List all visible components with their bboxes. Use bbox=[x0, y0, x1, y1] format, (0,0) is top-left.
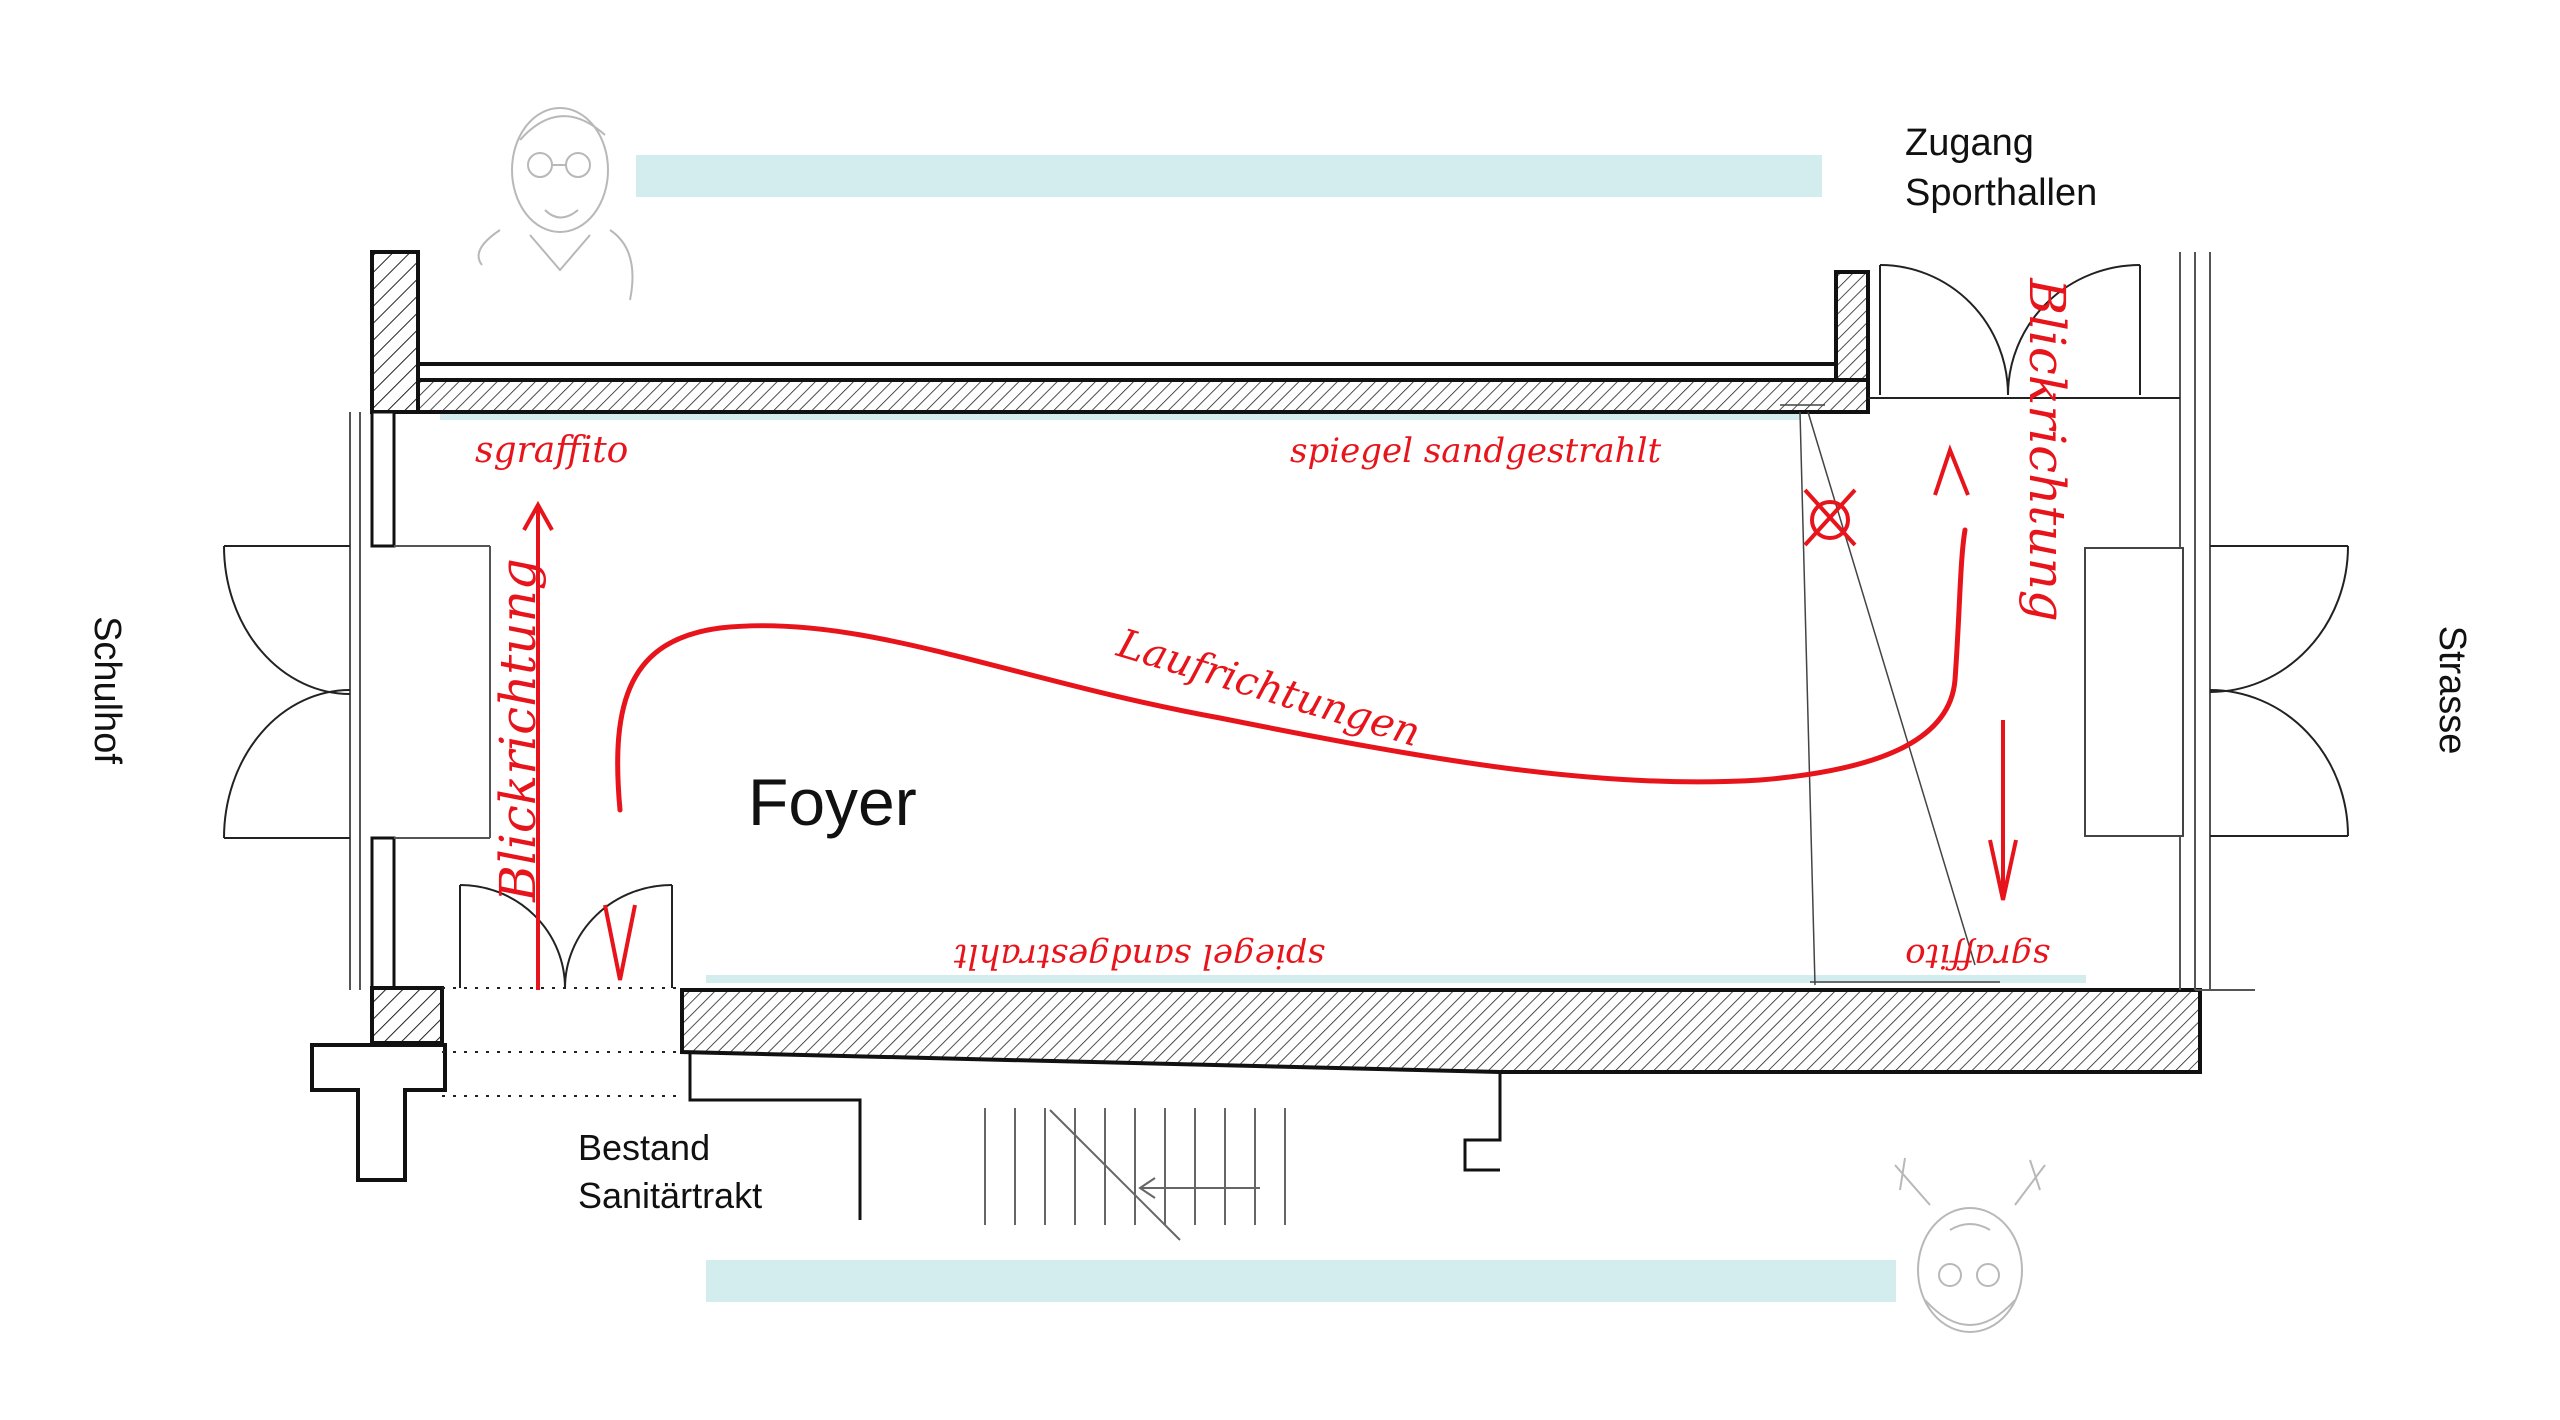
view-arrow-right-up bbox=[1933, 444, 1970, 496]
annotation-sgraffito-bottom: sgraffito bbox=[1905, 936, 2050, 976]
portrait-bottom-icon bbox=[1894, 1157, 2046, 1333]
mirror-strip-bottom bbox=[706, 975, 2086, 983]
cross-mark-icon bbox=[1803, 488, 1857, 547]
stair-steps bbox=[984, 1108, 1286, 1241]
wall-top-right-pillar bbox=[1834, 270, 1870, 382]
label-foyer: Foyer bbox=[748, 765, 917, 839]
annotation-view-direction-left: Blickrichtung bbox=[489, 558, 547, 903]
label-existing-line1: Bestand bbox=[578, 1127, 710, 1168]
annotation-walking-directions: Laufrichtungen bbox=[1111, 620, 1425, 756]
annotation-mirror-bottom: spiegel sandgestrahlt bbox=[954, 936, 1325, 976]
right-window-frames bbox=[2179, 252, 2255, 991]
wall-left-bottom-pillar bbox=[370, 986, 444, 1045]
view-arrow-right-down bbox=[1988, 720, 2018, 901]
wall-bottom bbox=[680, 988, 2202, 1074]
label-street: Strasse bbox=[2431, 626, 2473, 755]
annotation-sgraffito-top: sgraffito bbox=[475, 430, 628, 471]
annotation-mirror-top: spiegel sandgestrahlt bbox=[1290, 431, 1661, 471]
door-left bbox=[223, 545, 351, 839]
view-arrow-left-down bbox=[603, 904, 637, 981]
mirror-band-top bbox=[636, 155, 1822, 197]
t-post bbox=[310, 1043, 447, 1182]
label-access-line1: Zugang bbox=[1905, 122, 2034, 164]
stair-block bbox=[688, 1052, 1502, 1220]
wall-top bbox=[416, 378, 1870, 414]
left-window-frames bbox=[349, 412, 491, 990]
door-right bbox=[2084, 545, 2349, 837]
wall-left-upper bbox=[370, 410, 396, 548]
annotation-view-direction-right: Blickrichtung bbox=[2018, 277, 2076, 622]
label-access-line2: Sporthallen bbox=[1905, 172, 2097, 214]
view-arrow-left-up bbox=[522, 500, 554, 990]
door-inner-bottom bbox=[442, 884, 682, 1097]
mirror-band-bottom bbox=[706, 1260, 1896, 1302]
walking-route-curve bbox=[615, 527, 1968, 813]
wall-left-lower bbox=[370, 836, 396, 990]
door-top-right bbox=[1868, 264, 2180, 399]
portrait-top-icon bbox=[477, 107, 634, 301]
mirror-strip-top bbox=[440, 412, 1800, 420]
label-existing-line2: Sanitärtrakt bbox=[578, 1175, 762, 1216]
wall-top-left-pillar bbox=[370, 250, 420, 414]
label-schoolyard: Schulhof bbox=[86, 616, 128, 764]
